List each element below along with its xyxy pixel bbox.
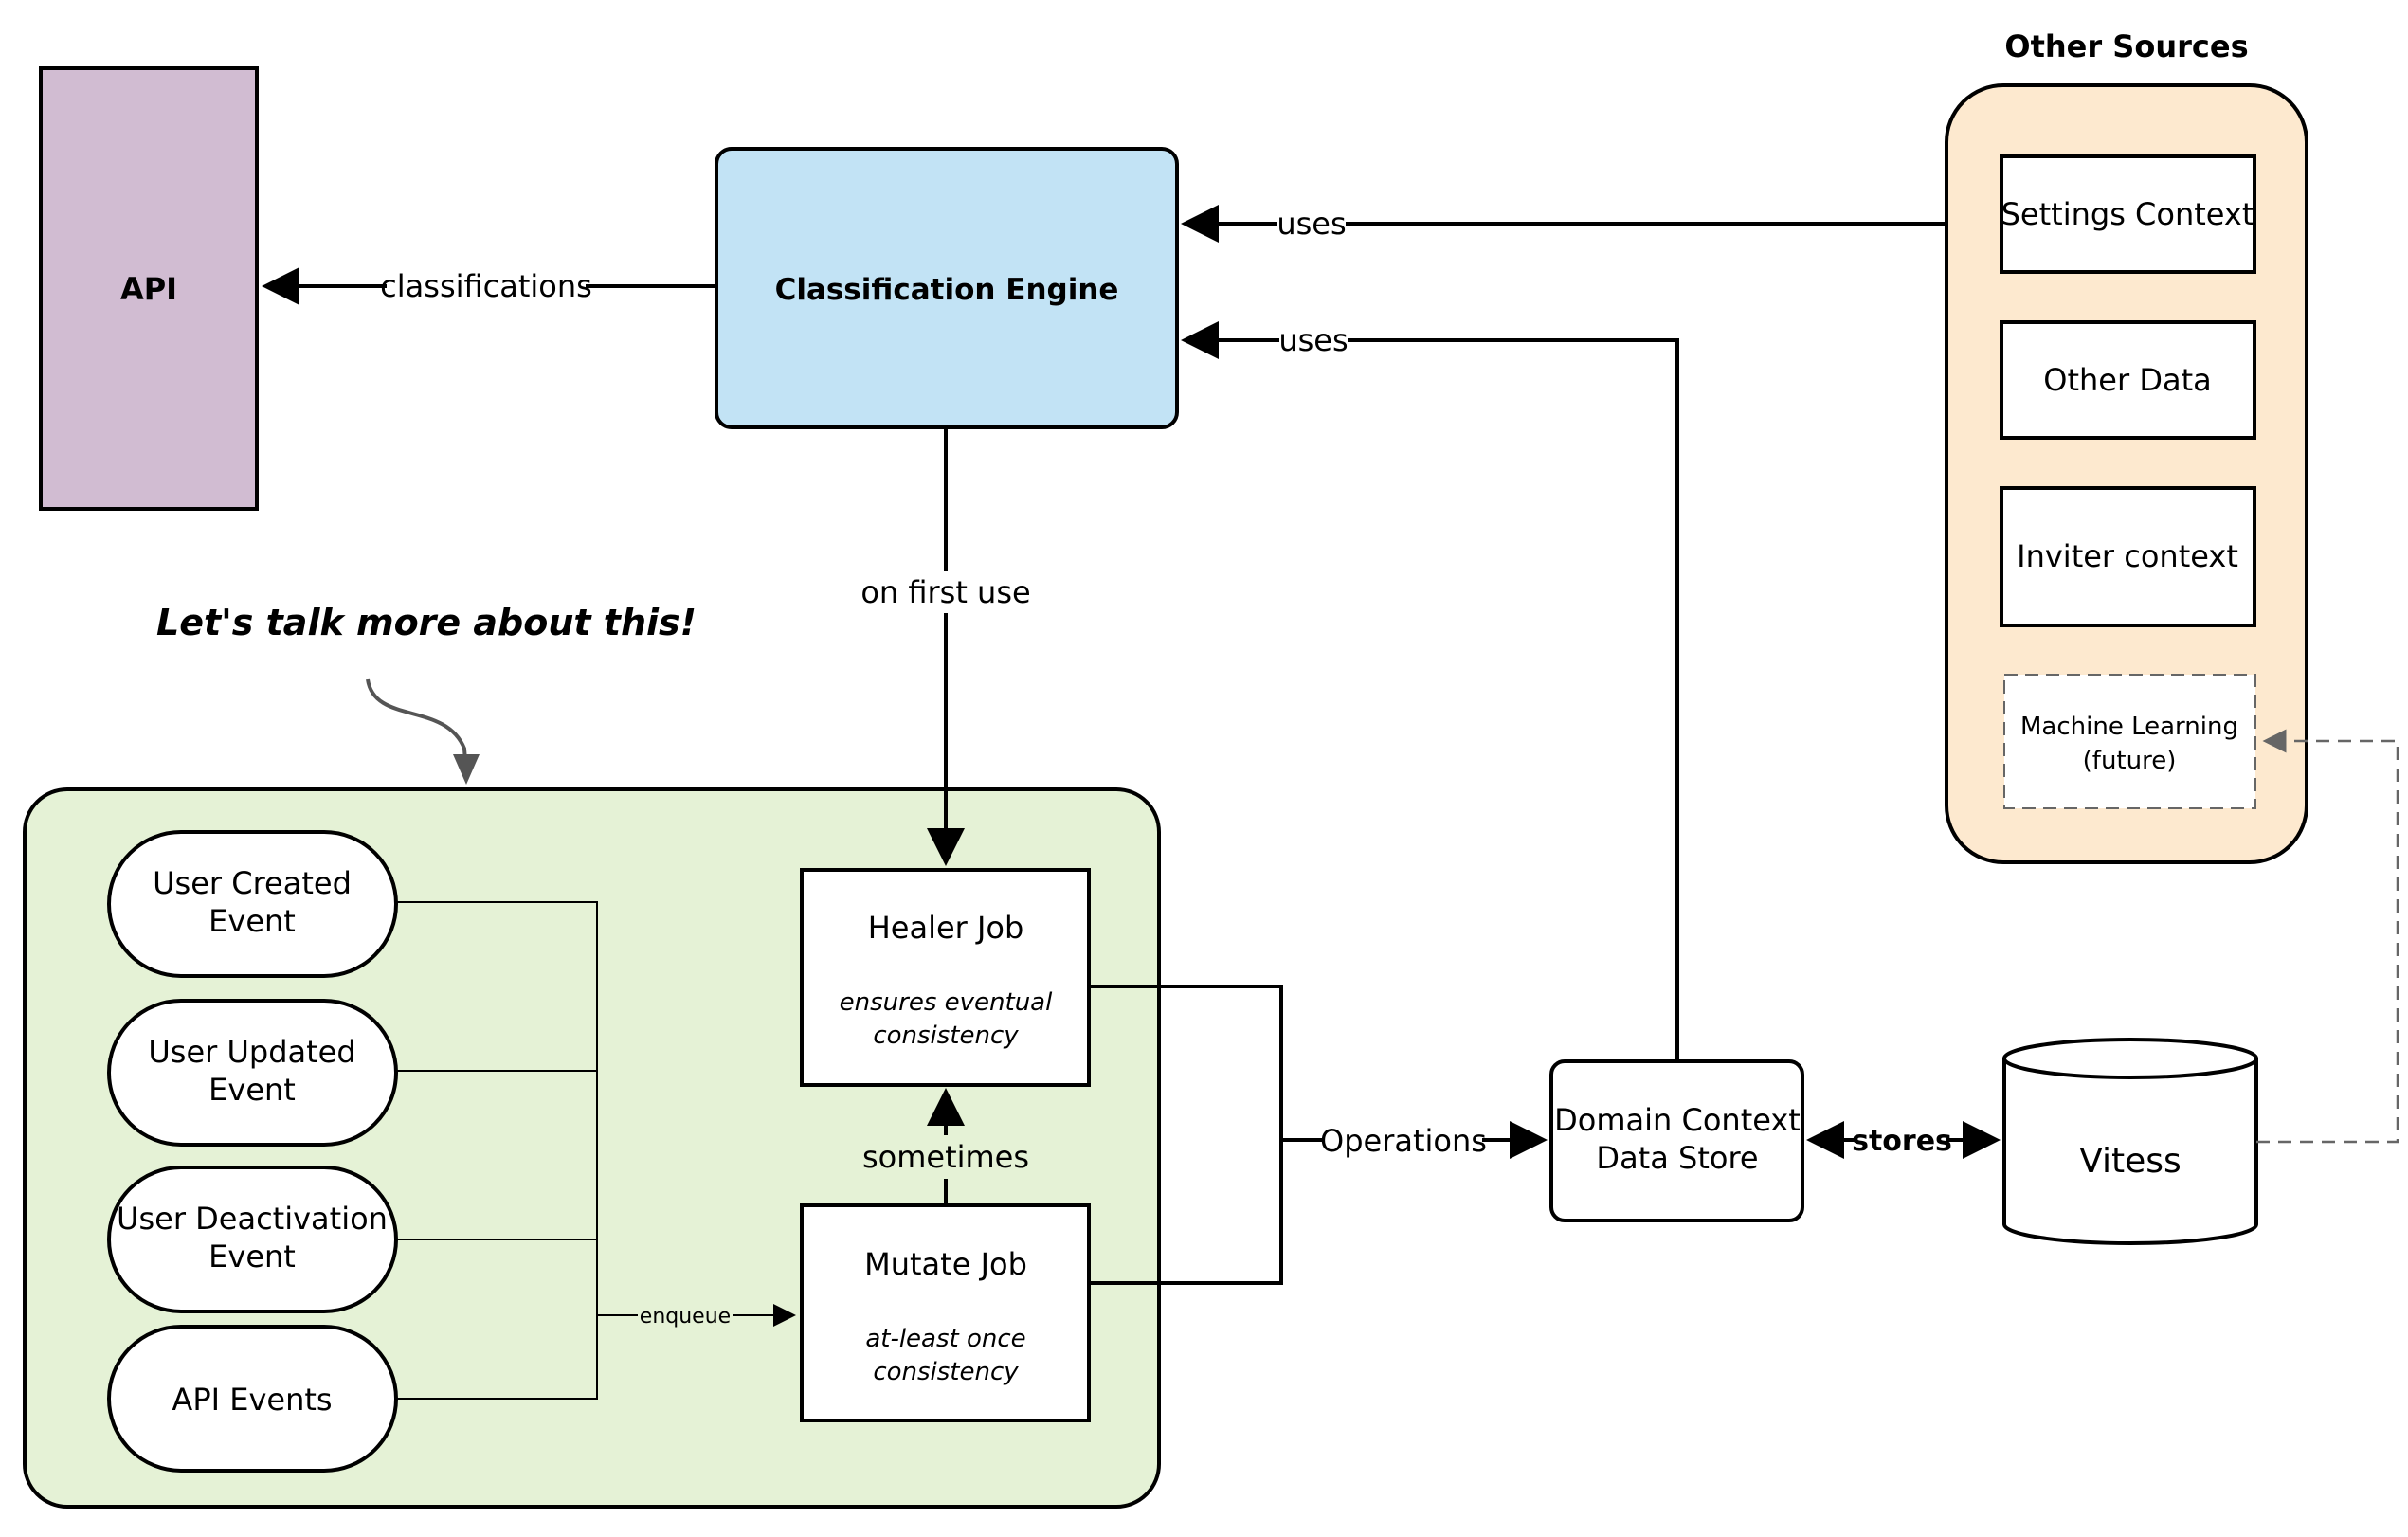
event-user-created-line2: Event (208, 903, 296, 939)
edge-sometimes-label-bg (864, 1135, 1027, 1179)
annotation-arrowhead (453, 754, 480, 785)
edge-enqueue-label-bg (638, 1300, 733, 1329)
edge-on-first-use-label: on first use (860, 574, 1030, 610)
edge-uses-store-label: uses (1278, 322, 1348, 358)
edge-classifications-label: classifications (380, 268, 592, 304)
annotation-text: Let's talk more about this! (156, 602, 697, 643)
annotation-curve (366, 678, 468, 773)
settings-context-label: Settings Context (2001, 196, 2254, 232)
domain-context-store-line1: Domain Context (1554, 1102, 1801, 1138)
healer-job-subtitle-line2: consistency (873, 1022, 1019, 1050)
mutate-job-subtitle-line2: consistency (873, 1358, 1019, 1386)
edge-uses-store (1181, 321, 1679, 1061)
event-api-events-line1: API Events (172, 1382, 332, 1418)
edge-on-first-use-label-bg (857, 571, 1035, 613)
edge-uses-store-label-bg (1279, 321, 1348, 361)
edge-operations-bus (1089, 985, 1283, 1285)
other-data-label: Other Data (2043, 362, 2211, 398)
healer-job-subtitle-line1: ensures eventual (840, 988, 1053, 1017)
machine-learning-label-line1: Machine Learning (2020, 713, 2238, 741)
other-sources-group (1945, 83, 2308, 864)
edge-sometimes-label: sometimes (862, 1139, 1029, 1175)
event-user-created-line1: User Created (153, 865, 352, 901)
mutate-job-title: Mutate Job (864, 1246, 1027, 1282)
vitess-cylinder (2002, 1038, 2258, 1245)
api-label: API (120, 271, 177, 307)
inviter-context-box (2000, 486, 2256, 627)
edge-classifications-label-bg (387, 267, 586, 307)
edge-uses-settings-label: uses (1276, 206, 1346, 242)
inviter-context-label: Inviter context (2017, 538, 2238, 574)
events-bus (396, 901, 598, 1400)
machine-learning-box (2003, 674, 2256, 809)
edge-stores-label-bg (1857, 1120, 1946, 1162)
api-box (39, 66, 259, 511)
edge-uses-settings-label-bg (1277, 205, 1346, 244)
healer-job-title: Healer Job (868, 910, 1024, 946)
mutate-job-box (800, 1203, 1091, 1422)
settings-context-box (2000, 154, 2256, 274)
event-user-created (107, 830, 398, 978)
event-user-updated (107, 999, 398, 1147)
other-sources-title: Other Sources (2004, 28, 2248, 64)
edge-operations-label-bg (1325, 1120, 1482, 1162)
edge-enqueue-label: enqueue (640, 1305, 731, 1329)
other-data-box (2000, 320, 2256, 440)
edge-vitess-to-ml (2256, 729, 2399, 1144)
domain-context-store-line2: Data Store (1596, 1140, 1758, 1176)
event-user-updated-line2: Event (208, 1072, 296, 1108)
healer-job-box (800, 868, 1091, 1087)
mutate-job-subtitle-line1: at-least once (865, 1325, 1025, 1353)
event-user-updated-line1: User Updated (148, 1034, 355, 1070)
event-user-deactivation-line2: Event (208, 1239, 296, 1275)
vitess-label: Vitess (2079, 1142, 2182, 1181)
event-user-deactivation-line1: User Deactivation (117, 1201, 388, 1237)
vitess-cylinder-top (2002, 1058, 2258, 1079)
edge-stores-label: stores (1852, 1125, 1952, 1158)
classification-engine-label: Classification Engine (775, 273, 1119, 307)
machine-learning-label-line2: (future) (2083, 747, 2177, 775)
edge-operations-label: Operations (1320, 1123, 1487, 1159)
